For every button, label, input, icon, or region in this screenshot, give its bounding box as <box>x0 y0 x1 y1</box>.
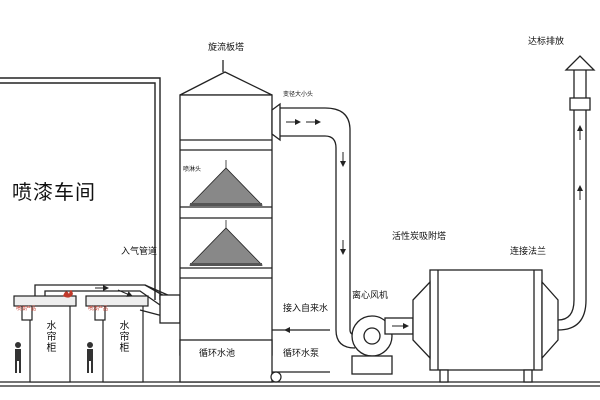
label-pool: 循环水池 <box>199 349 236 359</box>
water-curtain-cabinet-2 <box>85 295 149 383</box>
label-spray-room: 喷漆车间 <box>12 180 96 204</box>
carbon-tower <box>412 269 559 383</box>
label-carbon-tower: 活性炭吸附塔 <box>392 232 447 242</box>
fire-marks <box>63 290 73 298</box>
label-tag-2: 喷漆产品 <box>88 306 109 312</box>
inlet-duct <box>34 284 181 324</box>
label-curtain-2: 水帘柜 <box>117 320 128 353</box>
label-fan: 离心风机 <box>352 291 389 301</box>
label-curtain-1: 水帘柜 <box>44 320 55 353</box>
packing-texture <box>190 203 262 266</box>
outlet-flow-arrows <box>286 119 346 255</box>
worker-figure-2 <box>87 342 93 373</box>
inlet-flow-arrows <box>95 285 133 297</box>
label-swirl-tower: 旋流板塔 <box>208 43 245 53</box>
label-pump: 循环水泵 <box>283 349 320 359</box>
chimney <box>557 55 596 331</box>
label-reducer: 变径大小头 <box>283 91 314 98</box>
worker-figure-1 <box>15 342 21 373</box>
centrifugal-fan <box>351 315 414 375</box>
label-spray-head: 喷淋头 <box>183 166 202 173</box>
floor-line <box>0 381 600 387</box>
label-inlet-duct: 入气管道 <box>121 247 158 257</box>
label-discharge: 达标排放 <box>528 37 565 47</box>
spray-room <box>0 77 161 300</box>
label-flange: 连接法兰 <box>510 247 547 257</box>
label-tap-water: 接入自来水 <box>283 304 329 314</box>
label-tag-1: 喷漆产品 <box>16 306 37 312</box>
outlet-duct <box>271 102 361 349</box>
